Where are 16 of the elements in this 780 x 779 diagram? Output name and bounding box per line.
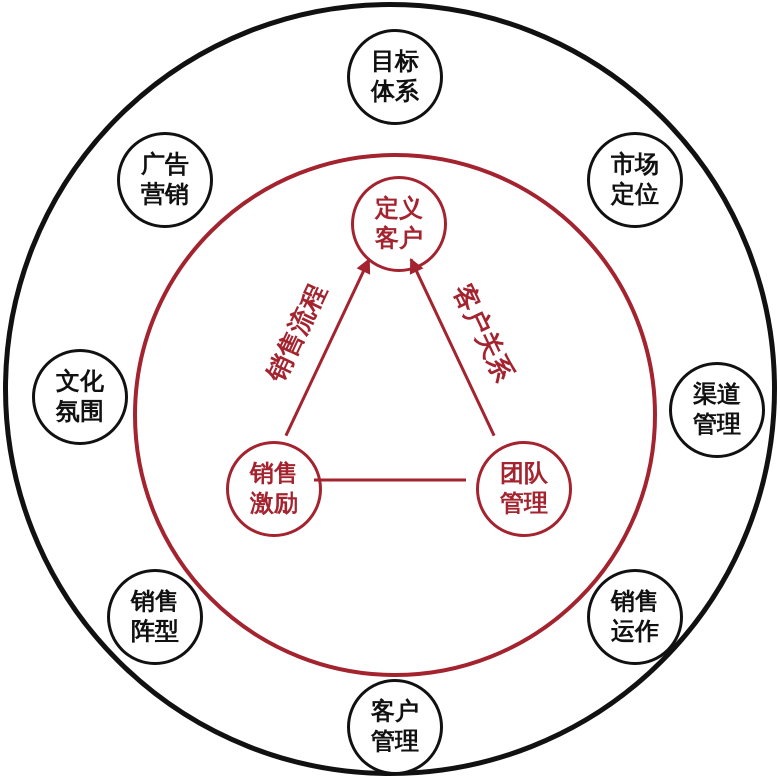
arrow: [284, 258, 370, 436]
topic-circle: [107, 569, 203, 665]
outer-ring: [3, 2, 777, 776]
connector-line: [314, 478, 466, 482]
circle-label: 客户管理: [370, 697, 420, 757]
circle-label: 定义客户: [374, 194, 424, 254]
circle-label: 文化氛围: [54, 367, 105, 427]
circle-label: 渠道管理: [692, 380, 742, 440]
circle-label: 团队管理: [498, 460, 549, 519]
circle-label: 销售运作: [609, 588, 660, 647]
circle-label: 销售阵型: [129, 588, 180, 647]
circle-label: 销售激励: [248, 460, 299, 519]
circle-label: 广告营销: [140, 150, 190, 210]
arrow: [410, 258, 496, 436]
circle-label: 目标体系: [370, 48, 420, 107]
circle-label: 市场定位: [610, 150, 660, 210]
